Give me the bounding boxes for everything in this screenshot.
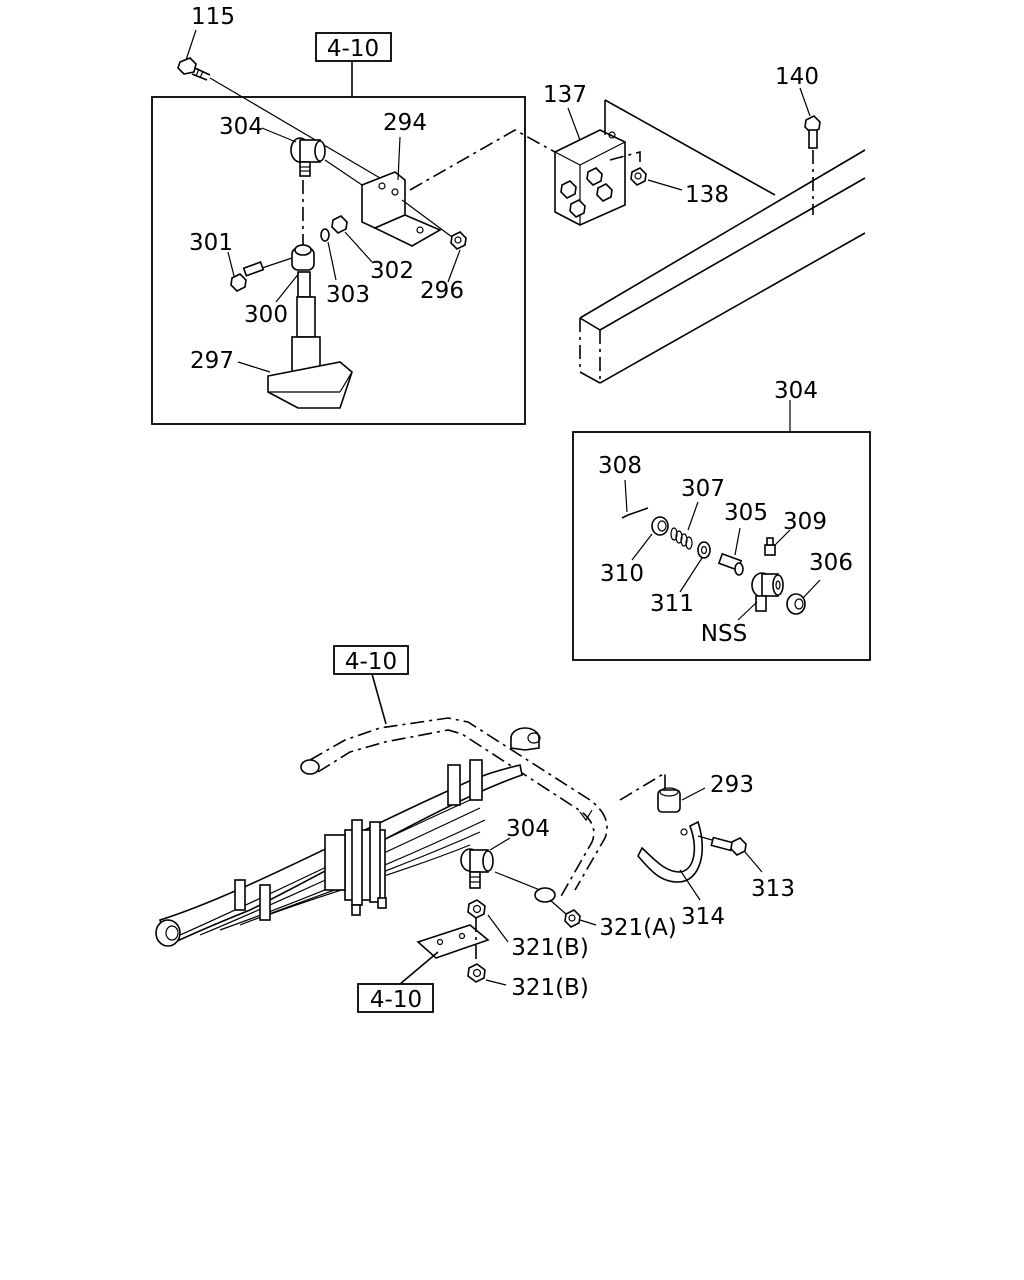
callout-307: 307 xyxy=(681,476,725,502)
upper-detail-frame xyxy=(151,96,526,425)
ref-label-top: 4-10 xyxy=(327,36,379,62)
ref-label-bottom: 4-10 xyxy=(370,987,422,1013)
callout-311: 311 xyxy=(650,591,694,617)
mounting-plate xyxy=(416,924,490,959)
ref-label-mid: 4-10 xyxy=(345,649,397,675)
nut-321b-upper xyxy=(467,899,486,919)
spring-307 xyxy=(670,527,693,550)
callout-300: 300 xyxy=(244,302,288,328)
callout-305: 305 xyxy=(724,500,768,526)
clamp-300 xyxy=(291,244,315,271)
stabilizer-bar xyxy=(300,717,608,903)
bracket-137 xyxy=(554,100,626,226)
stopper-297 xyxy=(267,271,353,409)
callout-304-upper: 304 xyxy=(219,114,263,140)
nut-138 xyxy=(630,167,647,186)
callout-308: 308 xyxy=(598,453,642,479)
callout-294: 294 xyxy=(383,110,427,136)
callout-293: 293 xyxy=(710,772,754,798)
callout-321b-upper: 321(B) xyxy=(511,935,589,961)
link-end-304-upper xyxy=(290,137,326,177)
callout-310: 310 xyxy=(600,561,644,587)
callout-115: 115 xyxy=(191,4,235,30)
callout-140: 140 xyxy=(775,64,819,90)
callout-314: 314 xyxy=(681,904,725,930)
callout-321a: 321(A) xyxy=(599,915,677,941)
bracket-294 xyxy=(361,171,442,247)
callout-321b-lower: 321(B) xyxy=(511,975,589,1001)
bolt-301 xyxy=(230,261,265,292)
bracket-314 xyxy=(637,820,704,883)
nut-321a xyxy=(564,909,581,928)
bolt-140 xyxy=(804,115,821,149)
nut-302 xyxy=(331,215,348,234)
callout-296: 296 xyxy=(420,278,464,304)
callout-138: 138 xyxy=(685,182,729,208)
bolt-115 xyxy=(177,57,211,81)
leaf-spring xyxy=(155,727,541,947)
link-end-304-lower xyxy=(460,848,494,889)
callout-313: 313 xyxy=(751,876,795,902)
housing-nss xyxy=(751,572,784,612)
callout-304-lower: 304 xyxy=(506,816,550,842)
bolt-313 xyxy=(710,836,747,856)
link-end-detail-frame xyxy=(572,431,871,661)
callout-302: 302 xyxy=(370,258,414,284)
cotter-pin-308 xyxy=(621,507,649,519)
callout-304-detail: 304 xyxy=(774,378,818,404)
callout-301: 301 xyxy=(189,230,233,256)
frame-rail xyxy=(579,99,866,384)
callout-303: 303 xyxy=(326,282,370,308)
washer-311 xyxy=(697,541,711,559)
callout-nss: NSS xyxy=(701,621,747,647)
ref-box-bottom[interactable] xyxy=(357,983,434,1013)
grease-nipple-309 xyxy=(764,537,776,556)
nut-321b-lower xyxy=(467,963,486,983)
seal-310 xyxy=(651,516,669,536)
dust-seal-306 xyxy=(786,593,806,615)
ball-stud-305 xyxy=(717,552,744,576)
callout-306: 306 xyxy=(809,550,853,576)
bushing-293 xyxy=(657,787,681,813)
washer-303 xyxy=(320,228,330,242)
ref-box-mid[interactable] xyxy=(333,645,409,675)
ref-box-top[interactable] xyxy=(315,32,392,62)
callout-137: 137 xyxy=(543,82,587,108)
callout-309: 309 xyxy=(783,509,827,535)
nut-296 xyxy=(450,231,467,250)
callout-297: 297 xyxy=(190,348,234,374)
